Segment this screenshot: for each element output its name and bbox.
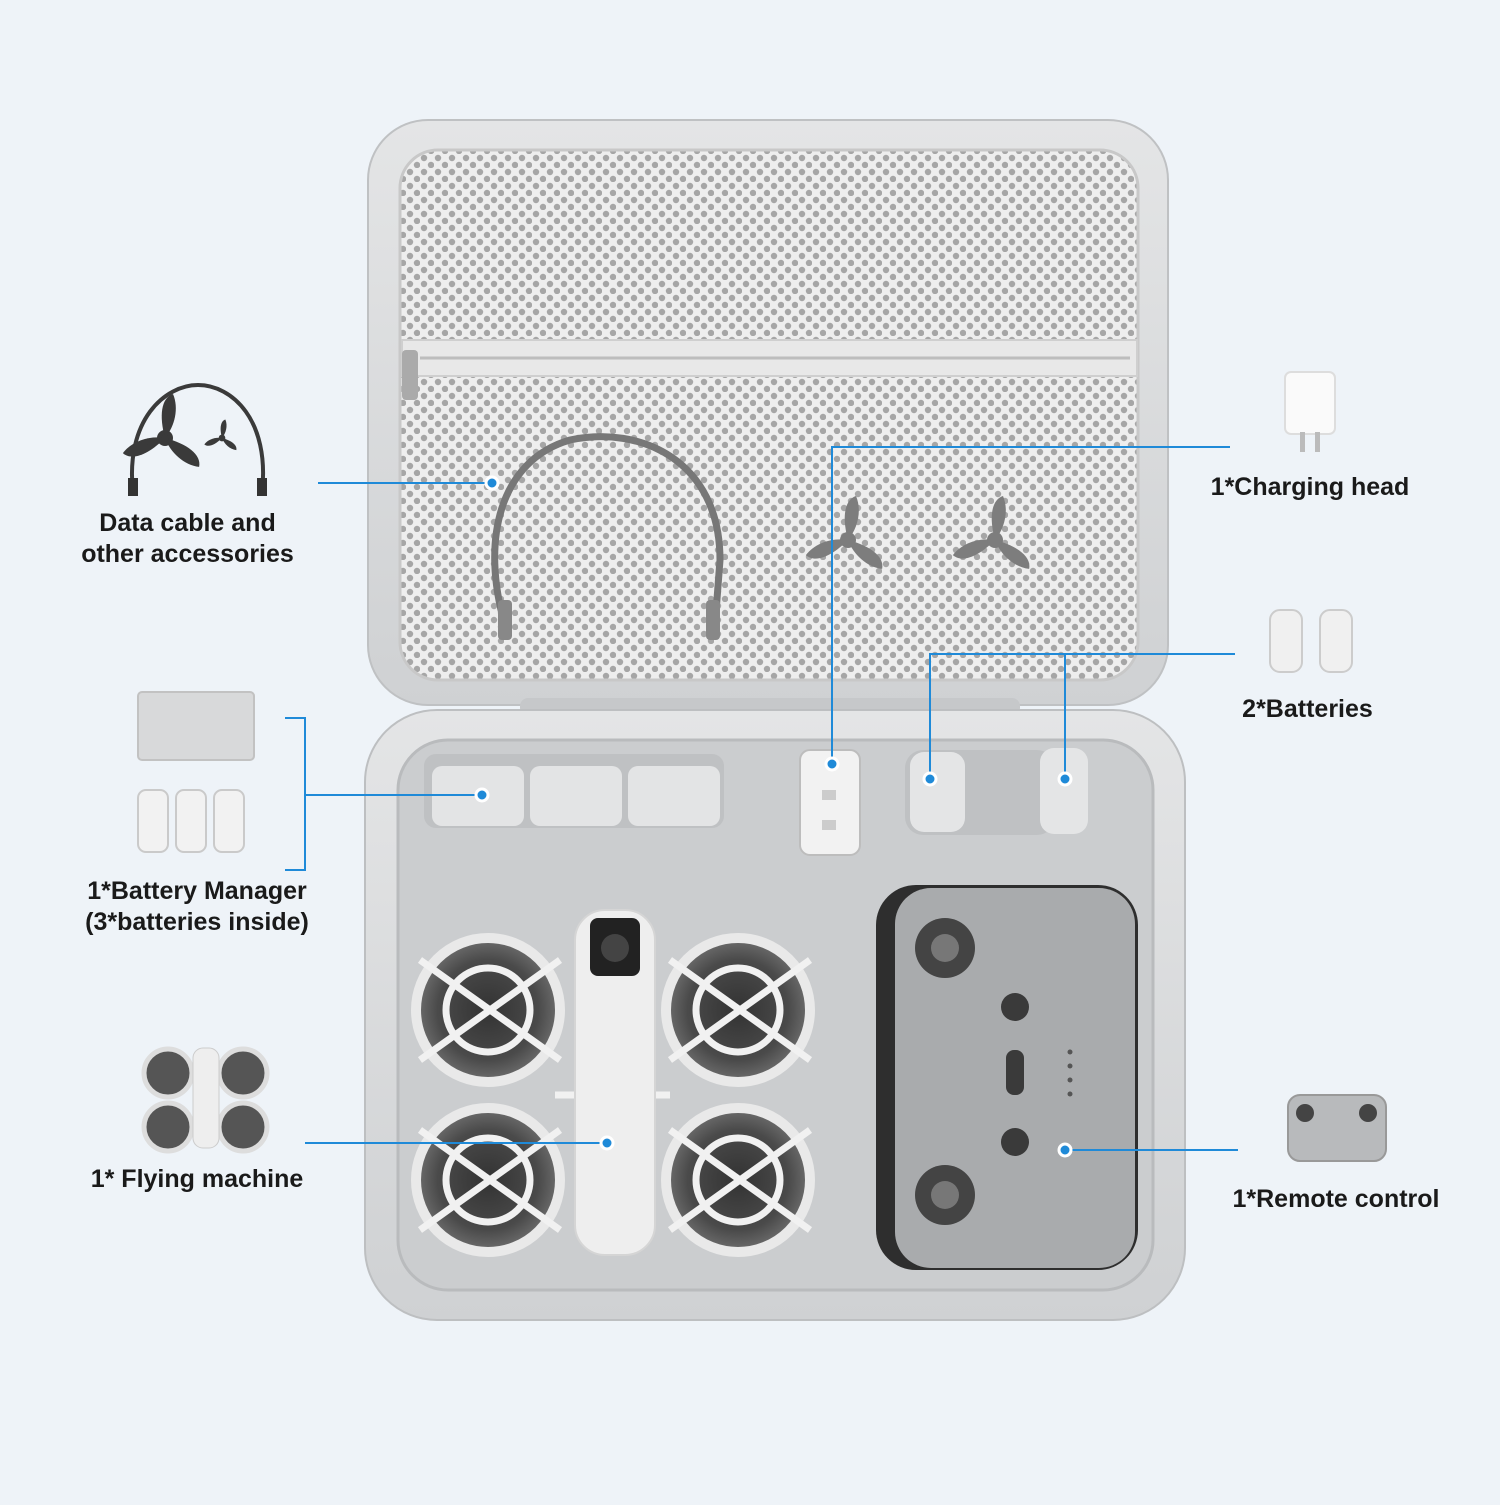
case-lid <box>367 119 1169 706</box>
batteries-item <box>905 748 1088 835</box>
label-remote-control: 1*Remote control <box>1232 1185 1440 1213</box>
thumbnail-battery-manager <box>137 691 255 853</box>
label-batteries: 2*Batteries <box>1242 695 1373 723</box>
thumbnail-remote <box>1287 1094 1387 1162</box>
label-battery-manager-line1: 1*Battery Manager <box>87 877 307 905</box>
drone-item <box>411 909 815 1257</box>
data-cable-item <box>491 433 724 640</box>
thumbnail-drone <box>141 1046 270 1154</box>
thumbnail-cable <box>121 382 267 496</box>
label-data-cable: Data cable and other accessories <box>60 508 315 570</box>
battery-manager-item <box>424 754 724 828</box>
callout-lines <box>285 446 1238 1151</box>
label-data-cable-line2: other accessories <box>81 540 294 568</box>
label-data-cable-line1: Data cable and <box>99 509 276 537</box>
label-battery-manager-line2: (3*batteries inside) <box>85 908 309 936</box>
remote-control-item <box>876 885 1138 1270</box>
label-flying-machine: 1* Flying machine <box>90 1165 304 1193</box>
label-charging-head: 1*Charging head <box>1210 473 1410 501</box>
charging-head-item <box>799 749 861 856</box>
label-battery-manager: 1*Battery Manager (3*batteries inside) <box>62 876 332 938</box>
thumbnail-batteries <box>1269 609 1353 673</box>
thumbnail-charging-head <box>1284 371 1336 452</box>
callout-dots <box>474 475 1073 1158</box>
